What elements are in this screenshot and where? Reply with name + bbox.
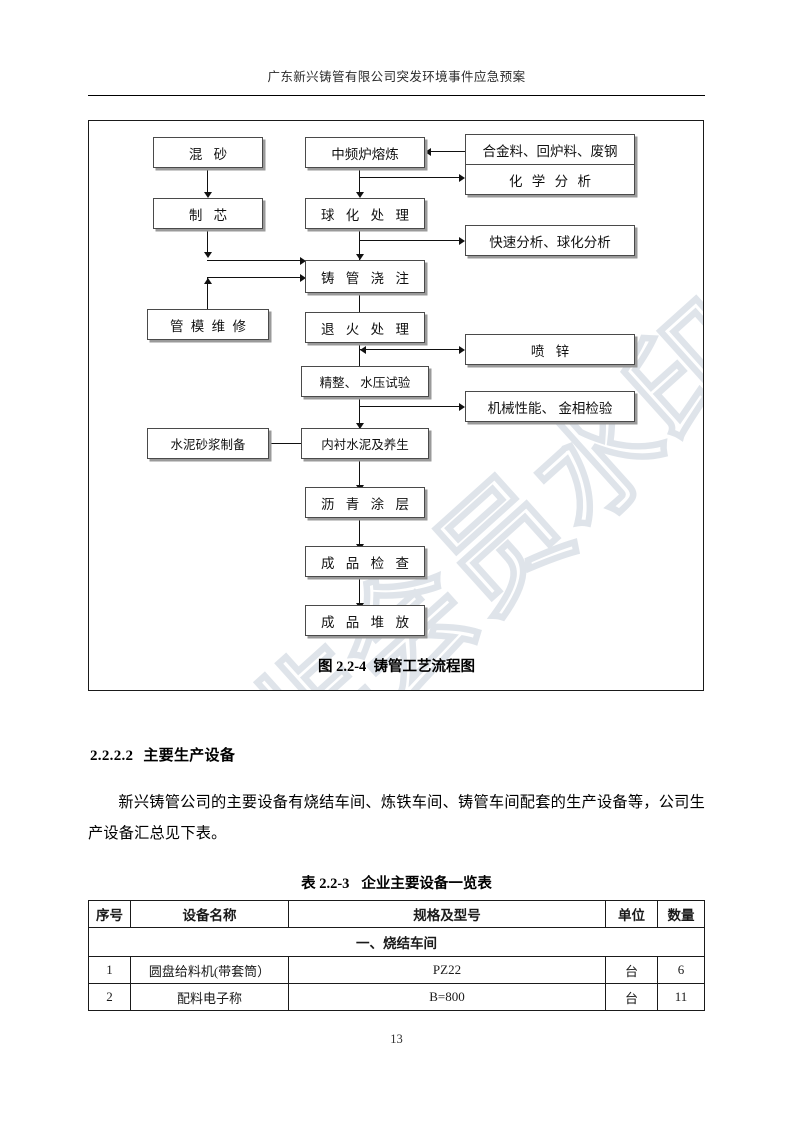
connector-zhixin-down [207, 229, 209, 254]
column-header-unit: 单位 [605, 900, 658, 928]
table-row: 1 圆盘给料机(带套筒） PZ22 台 6 [88, 956, 705, 984]
section-number: 2.2.2.2 [90, 748, 134, 764]
cell-spec: B=800 [288, 983, 606, 1011]
arrowhead-hunsha-zhixin [203, 192, 212, 198]
connector-qiuhua-kuaisu [359, 240, 462, 242]
column-header-spec: 规格及型号 [288, 900, 606, 928]
table-caption-number: 表 2.2-3 [301, 876, 350, 892]
table-header-row: 序号 设备名称 规格及型号 单位 数量 [88, 900, 705, 928]
cell-name: 配料电子称 [130, 983, 289, 1011]
flow-node-hejinliao-huaxue: 合金料、回炉料、废钢 化 学 分 析 [465, 134, 635, 195]
flow-node-liqing: 沥 青 涂 层 [305, 487, 425, 518]
flow-node-zhongpinlu: 中频炉熔炼 [305, 137, 425, 168]
arrowhead-penxin-out [360, 345, 366, 354]
flow-node-shuini: 水泥砂浆制备 [147, 428, 269, 459]
table-caption: 表 2.2-3 企业主要设备一览表 [88, 872, 705, 893]
figure-caption-text: 铸管工艺流程图 [373, 659, 476, 675]
process-flowchart-figure: 非会员水印 混 砂 制 芯 管 模 维 修 水泥砂浆制备 中频炉熔炼 [88, 120, 704, 691]
arrowhead-zhongpinlu-qiuhua [355, 192, 364, 198]
connector-hunsha-zhixin [207, 168, 209, 194]
connector-jingzheng-jixie [359, 406, 462, 408]
header-rule [88, 95, 705, 96]
cell-unit: 台 [605, 956, 658, 984]
connector-jingzheng-neichen [359, 397, 361, 429]
cell-no: 2 [88, 983, 131, 1011]
column-header-no: 序号 [88, 900, 131, 928]
arrowhead-zhongpinlu-huaxue [459, 173, 465, 182]
figure-caption: 图 2.2-4 铸管工艺流程图 [88, 655, 705, 676]
connector-chengpinjiancha-chengpinduifang [359, 577, 361, 609]
arrowhead-hejinliao-zhongpinlu [425, 147, 431, 156]
connector-zhuguan-tuihuo [359, 293, 361, 322]
connector-neichen-liqing [359, 459, 361, 491]
arrowhead-jingzheng-jixie [459, 402, 465, 411]
flow-node-hunsha: 混 砂 [153, 137, 263, 168]
table-row: 2 配料电子称 B=800 台 11 [88, 983, 705, 1011]
connector-shuini-neichen [269, 443, 305, 445]
section-title: 主要生产设备 [143, 748, 236, 764]
column-header-qty: 数量 [657, 900, 705, 928]
arrowhead-zhixin-zhuguan [300, 256, 306, 265]
arrowhead-penxin-in [459, 345, 465, 354]
flow-node-jingzheng: 精整、 水压试验 [301, 366, 429, 397]
arrowhead-guanmo-zhuguan [300, 273, 306, 282]
flow-node-jixie: 机械性能、 金相检验 [465, 391, 635, 422]
equipment-table: 序号 设备名称 规格及型号 单位 数量 一、烧结车间 1 圆盘给料机(带套筒） … [88, 900, 705, 1011]
connector-qiuhua-zhuguan [359, 229, 361, 260]
flow-node-zhixin: 制 芯 [153, 198, 263, 229]
connector-liqing-chengpinjiancha [359, 518, 361, 550]
cell-name: 圆盘给料机(带套筒） [130, 956, 289, 984]
cell-no: 1 [88, 956, 131, 984]
arrowhead-jingzheng-neichen [355, 423, 364, 429]
flow-node-kuaisu: 快速分析、球化分析 [465, 225, 635, 256]
connector-hejinliao-zhongpinlu [429, 151, 467, 153]
flow-node-chengpinjiancha: 成 品 检 查 [305, 546, 425, 577]
table-caption-text: 企业主要设备一览表 [361, 876, 492, 892]
stack-divider [466, 164, 634, 165]
arrowhead-qiuhua-zhuguan [355, 254, 364, 260]
flow-node-tuihuo: 退 火 处 理 [305, 312, 425, 343]
connector-zhongpinlu-qiuhua [359, 168, 361, 194]
watermark-text: 非会员水印 [217, 276, 704, 691]
arrowhead-qiuhua-kuaisu [459, 236, 465, 245]
connector-tuihuo-penxin [359, 349, 462, 351]
flow-node-qiuhua: 球 化 处 理 [305, 198, 425, 229]
flow-node-huaxue: 化 学 分 析 [508, 173, 595, 189]
table-group-label: 一、烧结车间 [88, 927, 705, 957]
page-number: 13 [390, 1032, 403, 1046]
section-heading: 2.2.2.2 主要生产设备 [90, 744, 235, 765]
flow-node-hejinliao: 合金料、回炉料、废钢 [482, 143, 618, 159]
running-header: 广东新兴铸管有限公司突发环境事件应急预案 [267, 70, 526, 84]
column-header-name: 设备名称 [130, 900, 289, 928]
arrowhead-zhixin-down [203, 252, 212, 258]
table-group-row: 一、烧结车间 [88, 927, 705, 957]
cell-qty: 6 [657, 956, 705, 984]
cell-spec: PZ22 [288, 956, 606, 984]
arrowhead-guanmo-up [203, 278, 212, 284]
flow-node-penxin: 喷 锌 [465, 334, 635, 365]
flow-node-guanmo: 管 模 维 修 [147, 309, 269, 340]
connector-guanmo-up [207, 277, 209, 310]
cell-unit: 台 [605, 983, 658, 1011]
connector-zhongpinlu-huaxue [359, 177, 462, 179]
figure-caption-number: 图 2.2-4 [317, 659, 367, 675]
connector-guanmo-right [207, 277, 303, 279]
flow-node-chengpinduifang: 成 品 堆 放 [305, 605, 425, 636]
connector-zhixin-right [207, 260, 303, 262]
connector-tuihuo-jingzheng [359, 343, 361, 373]
flow-node-zhuguan: 铸 管 浇 注 [305, 260, 425, 293]
flow-node-neichen: 内衬水泥及养生 [301, 428, 429, 459]
section-paragraph: 新兴铸管公司的主要设备有烧结车间、炼铁车间、铸管车间配套的生产设备等，公司生产设… [88, 794, 705, 842]
cell-qty: 11 [657, 983, 705, 1011]
